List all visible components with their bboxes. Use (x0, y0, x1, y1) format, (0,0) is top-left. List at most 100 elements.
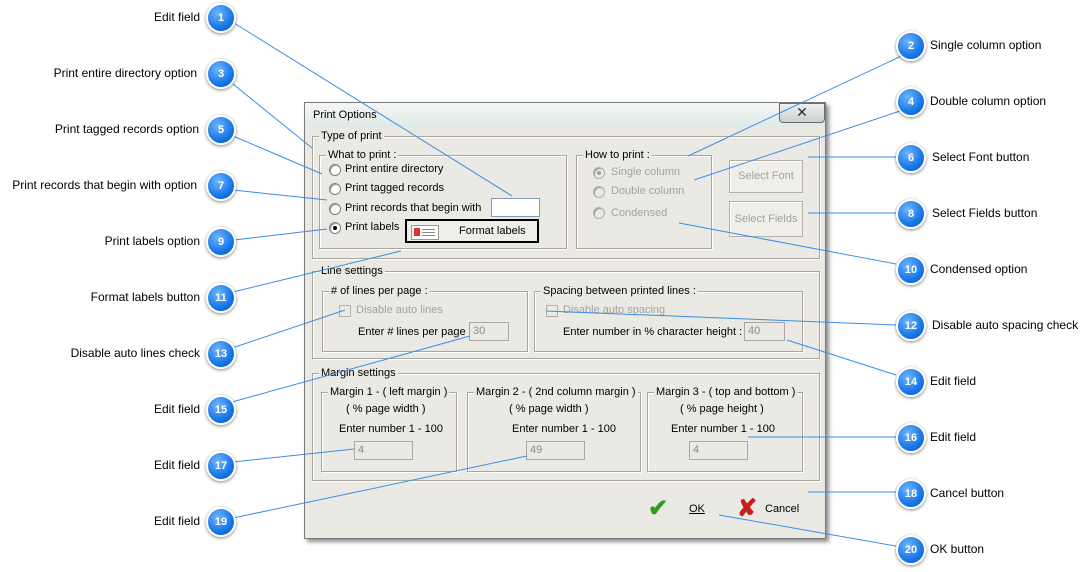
print-records-begin-with-label[interactable]: Print records that begin with (345, 202, 482, 214)
callout-badge-8: 8 (896, 199, 926, 229)
margin-settings-legend: Margin settings (319, 367, 398, 379)
spacing-prompt: Enter number in % character height : (563, 326, 743, 338)
margin-3-unit: ( % page height ) (680, 403, 764, 415)
print-tagged-records-label[interactable]: Print tagged records (345, 182, 445, 194)
callout-label-13: Disable auto lines check (70, 346, 200, 360)
callout-badge-6: 6 (896, 143, 926, 173)
callout-badge-5: 5 (206, 115, 236, 145)
condensed-radio[interactable] (593, 207, 605, 219)
callout-label-15: Edit field (153, 402, 200, 416)
condensed-label[interactable]: Condensed (611, 207, 668, 219)
print-records-begin-with-radio[interactable] (329, 203, 341, 215)
callout-badge-19: 19 (206, 507, 236, 537)
format-labels-button[interactable]: Format labels (405, 219, 539, 243)
close-button[interactable]: ✕ (779, 103, 825, 123)
radio-selected-dot (333, 226, 337, 230)
margin-3-legend: Margin 3 - ( top and bottom ) (654, 386, 798, 398)
how-to-print-group: How to print : (576, 149, 712, 249)
callout-label-11: Format labels button (90, 290, 200, 304)
callout-badge-2: 2 (896, 31, 926, 61)
disable-auto-lines-check[interactable] (339, 305, 351, 317)
spacing-group: Spacing between printed lines : (534, 285, 803, 352)
callout-label-12: Disable auto spacing check (932, 318, 1079, 332)
callout-badge-20: 20 (896, 535, 926, 565)
spacing-legend: Spacing between printed lines : (541, 285, 698, 297)
callout-badge-15: 15 (206, 395, 236, 425)
callout-label-3: Print entire directory option (53, 66, 197, 80)
callout-label-1: Edit field (153, 10, 200, 24)
callout-badge-11: 11 (206, 283, 236, 313)
checkmark-icon[interactable]: ✔ (648, 495, 669, 522)
line-settings-legend: Line settings (319, 265, 385, 277)
callout-badge-13: 13 (206, 339, 236, 369)
cancel-x-icon[interactable]: ✘ (737, 495, 758, 522)
close-icon: ✕ (796, 104, 808, 120)
disable-auto-lines-label[interactable]: Disable auto lines (356, 304, 443, 316)
cancel-button[interactable]: Cancel (765, 503, 800, 515)
margin-3-input[interactable]: 4 (689, 441, 748, 460)
margin-1-prompt: Enter number 1 - 100 (339, 423, 443, 435)
type-of-print-legend: Type of print (319, 130, 384, 142)
callout-label-14: Edit field (930, 374, 977, 388)
format-labels-label: Format labels (459, 225, 526, 237)
disable-auto-spacing-label[interactable]: Disable auto spacing (563, 304, 666, 316)
margin-2-input[interactable]: 49 (526, 441, 585, 460)
callout-label-16: Edit field (930, 430, 977, 444)
ok-button[interactable]: OK (689, 503, 705, 515)
print-entire-directory-label[interactable]: Print entire directory (345, 163, 444, 175)
callout-badge-14: 14 (896, 367, 926, 397)
radio-selected-dot (597, 171, 601, 175)
callout-label-9: Print labels option (104, 234, 200, 248)
title-bar[interactable]: Print Options ✕ (305, 103, 825, 127)
callout-label-6: Select Font button (932, 150, 1030, 164)
lines-per-page-prompt: Enter # lines per page : (358, 326, 472, 338)
margin-3-prompt: Enter number 1 - 100 (671, 423, 775, 435)
print-tagged-records-radio[interactable] (329, 183, 341, 195)
print-options-dialog: Print Options ✕ Type of print What to pr… (304, 102, 826, 539)
callout-label-2: Single column option (930, 38, 1042, 52)
print-entire-directory-radio[interactable] (329, 164, 341, 176)
callout-label-20: OK button (930, 542, 985, 556)
select-fields-button[interactable]: Select Fields (729, 201, 803, 237)
label-sheet-icon (411, 225, 439, 240)
double-column-radio[interactable] (593, 186, 605, 198)
margin-2-legend: Margin 2 - ( 2nd column margin ) (474, 386, 638, 398)
callout-label-5: Print tagged records option (54, 122, 199, 136)
spacing-input[interactable]: 40 (744, 322, 785, 341)
how-to-print-legend: How to print : (583, 149, 652, 161)
callout-badge-17: 17 (206, 451, 236, 481)
callout-label-18: Cancel button (930, 486, 1005, 500)
callout-badge-1: 1 (206, 3, 236, 33)
callout-badge-12: 12 (896, 311, 926, 341)
double-column-label[interactable]: Double column (611, 185, 685, 197)
callout-badge-16: 16 (896, 423, 926, 453)
callout-label-8: Select Fields button (932, 206, 1038, 220)
lines-per-page-input[interactable]: 30 (469, 322, 509, 341)
margin-1-input[interactable]: 4 (354, 441, 413, 460)
print-labels-label[interactable]: Print labels (345, 221, 400, 233)
callout-badge-7: 7 (206, 171, 236, 201)
lines-per-page-legend: # of lines per page : (329, 285, 430, 297)
margin-2-prompt: Enter number 1 - 100 (512, 423, 616, 435)
callout-badge-10: 10 (896, 255, 926, 285)
begin-with-input[interactable] (491, 198, 540, 217)
what-to-print-legend: What to print : (326, 149, 399, 161)
margin-2-unit: ( % page width ) (509, 403, 589, 415)
callout-badge-3: 3 (206, 59, 236, 89)
margin-3-group: Margin 3 - ( top and bottom ) (647, 386, 803, 472)
callout-label-17: Edit field (153, 458, 200, 472)
callout-badge-18: 18 (896, 479, 926, 509)
single-column-label[interactable]: Single column (611, 166, 681, 178)
callout-label-19: Edit field (153, 514, 200, 528)
callout-label-4: Double column option (930, 94, 1047, 108)
print-labels-radio[interactable] (329, 222, 341, 234)
disable-auto-spacing-check[interactable] (546, 305, 558, 317)
single-column-radio[interactable] (593, 167, 605, 179)
callout-label-10: Condensed option (930, 262, 1028, 276)
dialog-title: Print Options (313, 109, 377, 121)
callout-label-7: Print records that begin with option (12, 178, 197, 192)
margin-2-group: Margin 2 - ( 2nd column margin ) (467, 386, 641, 472)
leader-line (232, 83, 313, 149)
margin-1-unit: ( % page width ) (346, 403, 426, 415)
select-font-button[interactable]: Select Font (729, 160, 803, 193)
